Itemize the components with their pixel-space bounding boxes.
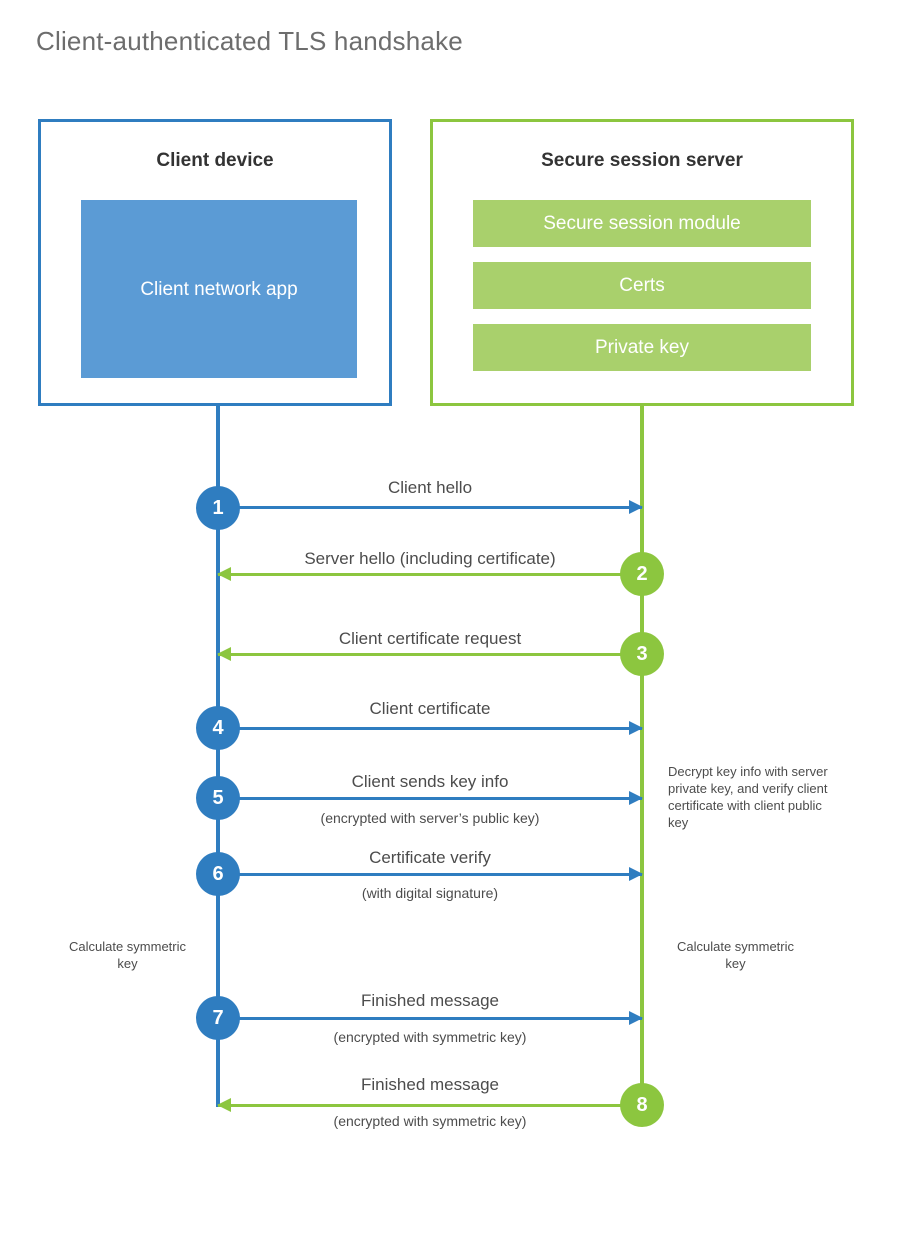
step-8-label: Finished message: [361, 1075, 499, 1094]
arrow-head-icon: [629, 791, 643, 805]
step-7-sublabel: (encrypted with symmetric key): [333, 1029, 527, 1045]
arrow-head-icon: [217, 1098, 231, 1112]
step-6-sublabel: (with digital signature): [361, 885, 499, 901]
step-7-label: Finished message: [361, 991, 499, 1010]
step-8-arrow: [217, 1098, 642, 1112]
server-module-certs: Certs: [473, 262, 811, 309]
arrow-head-icon: [629, 721, 643, 735]
step-5-marker[interactable]: 5: [196, 776, 240, 820]
secure-session-server-box: Secure session server Secure session mod…: [430, 119, 854, 406]
step-4-marker[interactable]: 4: [196, 706, 240, 750]
step-3-marker[interactable]: 3: [620, 632, 664, 676]
step-7-marker[interactable]: 7: [196, 996, 240, 1040]
step-7-arrow: [218, 1011, 643, 1025]
arrow-head-icon: [629, 1011, 643, 1025]
server-module-list: Secure session module Certs Private key: [473, 200, 811, 371]
step-2-marker[interactable]: 2: [620, 552, 664, 596]
page-title: Client-authenticated TLS handshake: [36, 26, 463, 56]
secure-session-server-title: Secure session server: [541, 150, 743, 171]
arrow-head-icon: [629, 500, 643, 514]
step-1-label: Client hello: [387, 478, 473, 497]
step-3-label: Client certificate request: [338, 629, 522, 648]
server-decrypt-note: Decrypt key info with server private key…: [668, 764, 828, 830]
step-6-arrow: [218, 867, 643, 881]
step-8-marker[interactable]: 8: [620, 1083, 664, 1127]
client-device-box: Client device Client network app: [38, 119, 392, 406]
server-module-private-key: Private key: [473, 324, 811, 371]
step-1-marker[interactable]: 1: [196, 486, 240, 530]
step-4-arrow: [218, 721, 643, 735]
client-device-title: Client device: [156, 150, 274, 171]
server-calculate-symmetric-key-note: Calculate symmetric key: [676, 939, 795, 971]
client-network-app-block: Client network app: [81, 200, 357, 378]
server-lifeline: [640, 403, 644, 1106]
step-8-sublabel: (encrypted with symmetric key): [333, 1113, 527, 1129]
step-5-sublabel: (encrypted with server’s public key): [320, 810, 540, 826]
step-2-arrow: [217, 567, 642, 581]
step-4-label: Client certificate: [369, 699, 491, 718]
step-2-label: Server hello (including certificate): [304, 549, 556, 568]
step-5-label: Client sends key info: [351, 772, 509, 791]
step-3-arrow: [217, 647, 642, 661]
arrow-head-icon: [629, 867, 643, 881]
client-calculate-symmetric-key-note: Calculate symmetric key: [68, 939, 187, 971]
server-module-secure-session-module: Secure session module: [473, 200, 811, 247]
client-lifeline: [216, 403, 220, 1107]
step-1-arrow: [218, 500, 643, 514]
arrow-head-icon: [217, 647, 231, 661]
step-6-label: Certificate verify: [369, 848, 491, 867]
step-5-arrow: [218, 791, 643, 805]
arrow-head-icon: [217, 567, 231, 581]
step-6-marker[interactable]: 6: [196, 852, 240, 896]
